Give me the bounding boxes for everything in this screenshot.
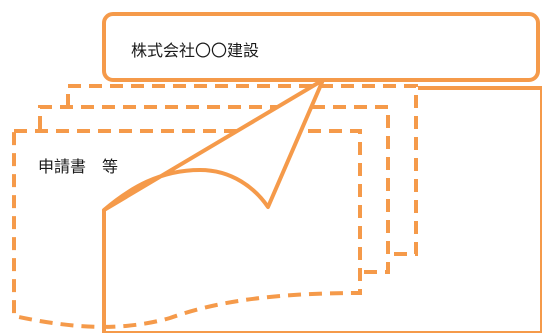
company-frame	[102, 86, 542, 333]
page-curl-pointer	[102, 78, 325, 212]
document-stack-label: 申請書 等	[38, 157, 118, 176]
stacked-sheet-back	[66, 84, 418, 256]
stacked-sheet-middle	[38, 105, 390, 274]
company-name-box: 株式会社〇〇建設	[102, 12, 540, 82]
company-name-label: 株式会社〇〇建設	[131, 41, 259, 60]
